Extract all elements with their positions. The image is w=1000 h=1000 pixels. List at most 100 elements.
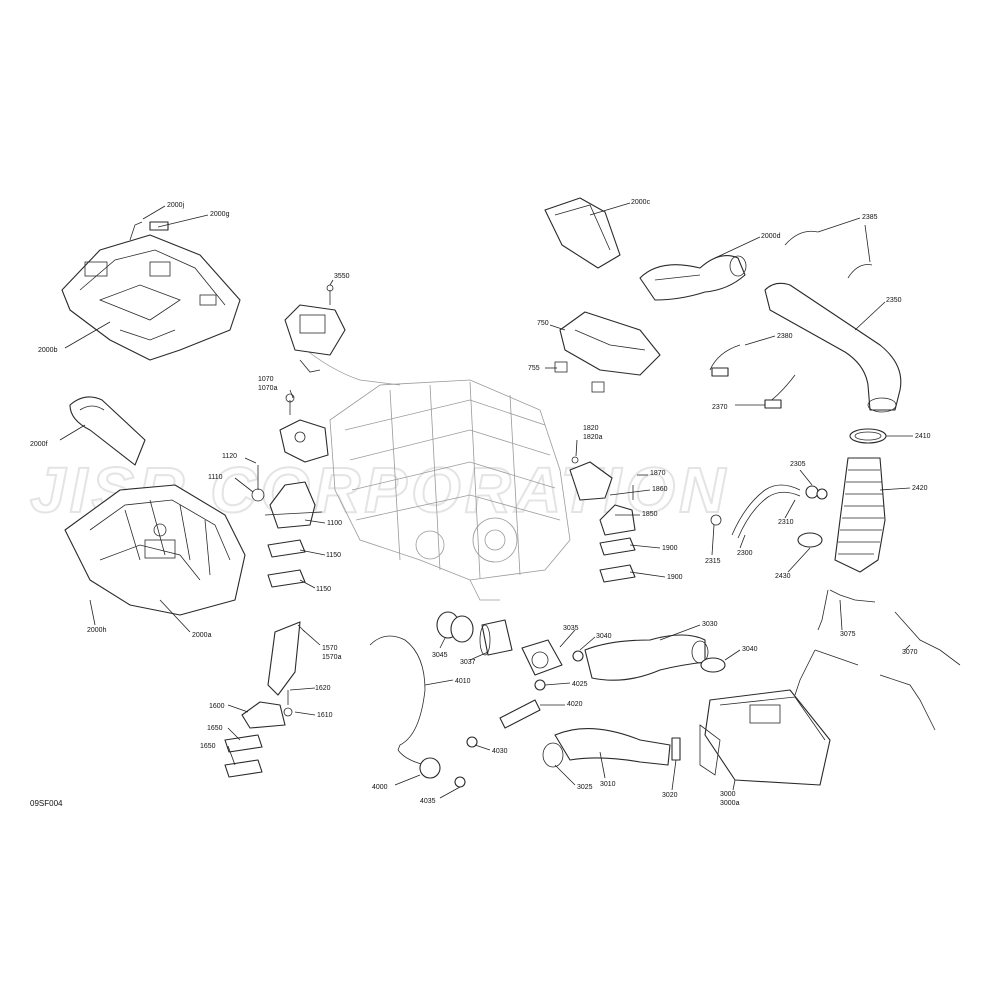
- label-3000a: 3000a: [720, 800, 740, 807]
- label-755: 755: [528, 365, 540, 372]
- elbow-4020: [466, 679, 546, 748]
- label-4010: 4010: [455, 678, 471, 685]
- hose-2300: [710, 484, 828, 548]
- label-2410: 2410: [915, 433, 931, 440]
- label-3070: 3070: [902, 649, 918, 656]
- label-2000g: 2000g: [210, 211, 230, 218]
- label-1820a: 1820a: [583, 434, 603, 441]
- intake-tube-2350: [764, 282, 902, 413]
- throttle-body-3035: [521, 639, 584, 676]
- hose-4010: [369, 635, 466, 788]
- leader-lines: [59, 202, 913, 799]
- label-4000: 4000: [372, 784, 388, 791]
- label-2000h: 2000h: [87, 627, 107, 634]
- label-2380: 2380: [777, 333, 793, 340]
- label-3550: 3550: [334, 273, 350, 280]
- label-2350: 2350: [886, 297, 902, 304]
- label-1070: 1070: [258, 376, 274, 383]
- engine-mount-1600: [241, 690, 293, 729]
- hose-2000d: [639, 255, 747, 301]
- rods-3075: [794, 589, 876, 696]
- shims-1150: [267, 539, 306, 588]
- cover-750: [554, 311, 661, 393]
- bracket-1820: [569, 456, 613, 501]
- label-3045: 3045: [432, 652, 448, 659]
- label-1620: 1620: [315, 685, 331, 692]
- ring-2410: [849, 428, 887, 444]
- engine-mount-1070: [279, 393, 329, 463]
- shims-1650: [224, 734, 263, 778]
- label-4035: 4035: [420, 798, 436, 805]
- label-1600: 1600: [209, 703, 225, 710]
- hose-3030: [584, 634, 709, 681]
- label-2000b: 2000b: [38, 347, 58, 354]
- drawing-code: 09SF004: [30, 799, 63, 808]
- label-1070a: 1070a: [258, 385, 278, 392]
- clamps-2385: [784, 230, 873, 279]
- clamps-3045: [436, 611, 474, 643]
- shims-1900: [599, 537, 636, 583]
- duct-2000f: [69, 396, 146, 466]
- label-2000f: 2000f: [30, 441, 48, 448]
- label-1820: 1820: [583, 425, 599, 432]
- label-1570a: 1570a: [322, 654, 342, 661]
- label-2000j: 2000j: [167, 202, 185, 209]
- intercooler-3000: [699, 689, 831, 786]
- part-labels: 2000j 2000g 2000b 3550 2000c 2000d 2385 …: [30, 199, 931, 807]
- label-3025: 3025: [577, 784, 593, 791]
- label-2315: 2315: [705, 558, 721, 565]
- label-2000c: 2000c: [631, 199, 651, 206]
- label-2310: 2310: [778, 519, 794, 526]
- label-2430: 2430: [775, 573, 791, 580]
- label-2000d: 2000d: [761, 233, 781, 240]
- label-1900b: 1900: [667, 574, 683, 581]
- oil-sump-2000a: [64, 484, 246, 616]
- label-2000a: 2000a: [192, 632, 212, 639]
- label-2300: 2300: [737, 550, 753, 557]
- label-1110: 1110: [208, 474, 223, 481]
- bracket-1570: [267, 621, 306, 696]
- label-4020: 4020: [567, 701, 583, 708]
- label-2305: 2305: [790, 461, 806, 468]
- label-1100: 1100: [327, 520, 342, 527]
- label-2385: 2385: [862, 214, 878, 221]
- label-3040a: 3040: [596, 633, 612, 640]
- label-1900a: 1900: [662, 545, 678, 552]
- upper-cover-2000b: [61, 221, 241, 361]
- label-3020: 3020: [662, 792, 678, 799]
- hose-3010: [542, 728, 681, 768]
- label-4025: 4025: [572, 681, 588, 688]
- bracket-3550: [284, 284, 346, 373]
- label-3010: 3010: [600, 781, 616, 788]
- label-1150b: 1150: [316, 586, 331, 593]
- label-1150a: 1150: [326, 552, 341, 559]
- label-1650b: 1650: [200, 743, 216, 750]
- label-1650a: 1650: [207, 725, 223, 732]
- rods-3070: [879, 611, 961, 731]
- label-1860: 1860: [652, 486, 668, 493]
- label-3037: 3037: [460, 659, 476, 666]
- label-1870: 1870: [650, 470, 666, 477]
- engine-mount-1850: [599, 485, 636, 536]
- label-3075: 3075: [840, 631, 856, 638]
- air-box-2000c: [544, 197, 621, 269]
- clamps-2370: [709, 344, 796, 409]
- label-3000: 3000: [720, 791, 736, 798]
- engine-mount-1100: [251, 465, 323, 529]
- label-4030: 4030: [492, 748, 508, 755]
- label-2420: 2420: [912, 485, 928, 492]
- label-1120: 1120: [222, 453, 237, 460]
- label-2370: 2370: [712, 404, 728, 411]
- label-1610: 1610: [317, 712, 333, 719]
- label-3040b: 3040: [742, 646, 758, 653]
- clamp-3040: [700, 657, 726, 673]
- label-1570: 1570: [322, 645, 338, 652]
- label-3030: 3030: [702, 621, 718, 628]
- corrugated-hose-2420: [834, 457, 886, 573]
- engine-ghost: [299, 344, 571, 601]
- label-1850: 1850: [642, 511, 658, 518]
- sleeve-3037: [479, 619, 513, 656]
- label-3035: 3035: [563, 625, 579, 632]
- label-750: 750: [537, 320, 549, 327]
